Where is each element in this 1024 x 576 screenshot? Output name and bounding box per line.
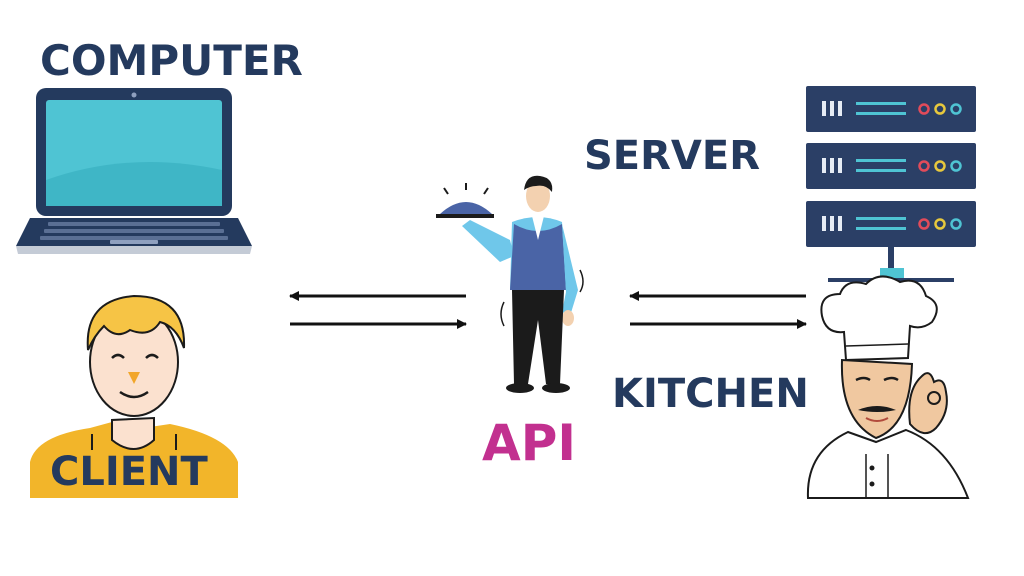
api-label: API bbox=[482, 414, 576, 472]
kitchen-label: KITCHEN bbox=[612, 371, 809, 417]
serving-tray-icon bbox=[436, 183, 494, 218]
chef-illustration bbox=[806, 275, 970, 499]
client-person-illustration bbox=[30, 294, 238, 498]
waiter-illustration bbox=[436, 175, 584, 393]
server-unit bbox=[806, 86, 976, 132]
laptop-icon bbox=[16, 88, 252, 254]
computer-label: COMPUTER bbox=[40, 36, 303, 85]
server-label: SERVER bbox=[584, 133, 761, 179]
api-server-arrows bbox=[629, 291, 807, 329]
server-unit bbox=[806, 201, 976, 247]
client-api-arrows bbox=[289, 291, 467, 329]
server-rack-icon bbox=[806, 86, 976, 282]
client-label: CLIENT bbox=[50, 449, 208, 495]
server-unit bbox=[806, 143, 976, 189]
